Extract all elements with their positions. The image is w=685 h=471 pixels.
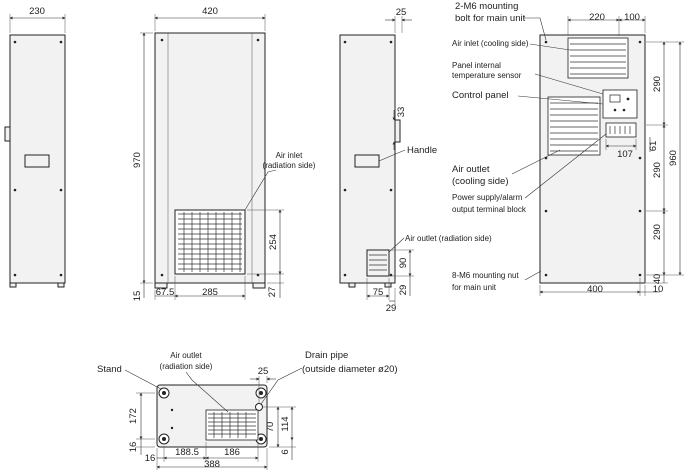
bottom-air-outlet-label-2: (radiation side) — [160, 362, 213, 371]
right-side-view: 25 33 Handle Air outlet (radiation side)… — [339, 7, 492, 314]
mounting-nut-label-2: for main unit — [452, 283, 497, 292]
handle-label: Handle — [407, 145, 437, 156]
dim-side-bottom-under: 29 — [386, 303, 397, 314]
dim-side-bottom-width: 75 — [373, 287, 384, 298]
dim-bottom-depth: 172 — [128, 408, 139, 424]
dim-rear-terminal: 107 — [617, 149, 633, 160]
mounting-bolt-label-1: 2-M6 mounting — [455, 1, 518, 12]
dim-rear-width: 400 — [587, 284, 603, 295]
terminal-block-label-1: Power supply/alarm — [452, 193, 523, 202]
front-air-inlet-label-2: (radiation side) — [263, 161, 316, 170]
dim-front-offset: 67.5 — [156, 287, 175, 298]
dim-rear-bottom-offset: 40 — [652, 274, 663, 285]
dim-bottom-a: 188.5 — [175, 447, 199, 458]
dim-bottom-total: 388 — [204, 459, 220, 470]
dim-bottom-foot: 16 — [128, 442, 139, 453]
drain-pipe-label-2: (outside diameter ø20) — [302, 364, 398, 375]
dim-grille-height: 254 — [268, 234, 279, 250]
rear-air-outlet-label-1: Air outlet — [452, 164, 490, 175]
dim-bottom-drain-v1: 114 — [280, 416, 291, 431]
front-view: 420 970 15 67.5 285 254 27 Air inlet (ra… — [132, 6, 316, 301]
terminal-block-label-2: output terminal block — [452, 205, 527, 214]
dim-grille-width: 285 — [202, 287, 218, 298]
dim-rear-h3: 290 — [652, 224, 663, 240]
dim-bottom-drain-top: 25 — [258, 366, 269, 377]
dim-foot-height: 15 — [132, 291, 143, 302]
drain-pipe-label-1: Drain pipe — [305, 350, 348, 361]
dim-side-top: 25 — [396, 7, 407, 18]
dim-rear-total: 960 — [668, 150, 679, 166]
front-grille — [178, 212, 242, 272]
mounting-bolt-label-2: bolt for main unit — [455, 13, 526, 24]
dim-front-width: 420 — [202, 6, 218, 17]
stand-label: Stand — [97, 364, 122, 375]
dim-rear-h2: 290 — [652, 162, 663, 178]
front-air-inlet-label-1: Air inlet — [276, 151, 303, 160]
temp-sensor-label-2: temperature sensor — [452, 71, 522, 80]
side-air-outlet-label: Air outlet (radiation side) — [405, 234, 492, 243]
dim-front-height: 970 — [132, 152, 143, 168]
mounting-nut-label-1: 8-M6 mounting nut — [452, 271, 519, 280]
dim-side-left-width: 230 — [29, 6, 45, 17]
dim-rear-h1: 290 — [652, 76, 663, 92]
dim-bottom-drain-v3: 6 — [280, 449, 291, 454]
rear-air-inlet-label: Air inlet (cooling side) — [452, 39, 529, 48]
rear-air-outlet-label-2: (cooling side) — [452, 176, 509, 187]
temp-sensor-label-1: Panel internal — [452, 61, 501, 70]
dim-rear-top-b: 100 — [624, 12, 640, 23]
bottom-air-outlet-label-1: Air outlet — [170, 351, 202, 360]
rear-inlet-grille — [570, 43, 626, 75]
dim-bottom-drain-v2: 70 — [265, 422, 276, 433]
dim-foot-right: 27 — [267, 287, 278, 298]
control-panel-label: Control panel — [452, 90, 509, 101]
left-side-view: 230 — [4, 6, 66, 288]
bottom-view: Stand Air outlet (radiation side) Drain … — [97, 350, 398, 470]
dim-handle-offset: 33 — [396, 107, 407, 118]
dim-rear-right: 10 — [653, 284, 664, 295]
dim-side-outlet-height: 90 — [398, 258, 409, 269]
bottom-grille — [208, 412, 256, 438]
rear-view: 2-M6 mounting bolt for main unit Air inl… — [452, 1, 684, 296]
dim-bottom-foot-w: 16 — [145, 453, 156, 464]
dim-side-bottom-right: 29 — [398, 285, 409, 296]
dim-rear-top-a: 220 — [589, 12, 605, 23]
dim-bottom-b: 186 — [224, 447, 240, 458]
dim-rear-small: 61 — [648, 141, 659, 152]
